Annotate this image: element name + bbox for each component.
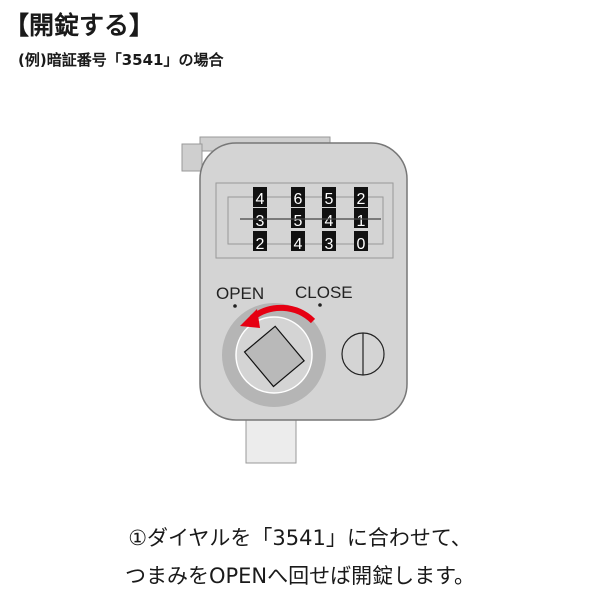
close-marker-dot: [318, 303, 322, 307]
dial-digit-bottom: 4: [294, 236, 303, 253]
dial-digit-middle: 1: [357, 213, 366, 230]
dial-digit-cell: [291, 208, 305, 228]
dial-digit-cell: [253, 231, 267, 251]
dial-digit-bottom: 3: [325, 236, 334, 253]
dial-digit-cell: [322, 208, 336, 228]
dial-digit-cell: [322, 231, 336, 251]
dial-digit-cell: [354, 231, 368, 251]
page-title: 【開錠する】: [4, 11, 155, 40]
dial-digit-bottom: 0: [357, 236, 366, 253]
dial-digit-middle: 3: [256, 213, 265, 230]
dial-digit-cell: [291, 187, 305, 207]
dial-wheel[interactable]: 6 5 4: [291, 187, 305, 253]
knob-handle[interactable]: [243, 325, 305, 388]
dial-digit-top: 6: [294, 191, 303, 208]
dial-digit-cell: [253, 187, 267, 207]
dial-digit-cell: [322, 187, 336, 207]
dial-digit-cell: [354, 187, 368, 207]
dial-digit-cell: [291, 231, 305, 251]
dial-window-inner: [227, 196, 384, 245]
lock-side-tab: [181, 143, 203, 172]
subtitle: (例)暗証番号「3541」の場合: [18, 51, 224, 69]
dial-window-outer: [215, 182, 394, 259]
open-label: OPEN: [216, 284, 264, 303]
dial-digit-cell: [253, 208, 267, 228]
open-marker-dot: [233, 304, 237, 308]
dial-digit-top: 5: [325, 191, 334, 208]
dial-digit-bottom: 2: [256, 236, 265, 253]
caption-line-2: つまみをOPENへ回せば開錠します。: [124, 564, 476, 588]
rotate-arrow-head-icon: [240, 309, 260, 328]
close-label: CLOSE: [295, 283, 353, 302]
caption-line-1: ①ダイヤルを「3541」に合わせて、: [128, 526, 472, 550]
dial-wheel[interactable]: 4 3 2: [253, 187, 267, 253]
dial-digit-middle: 5: [294, 213, 303, 230]
dial-digit-top: 2: [357, 191, 366, 208]
dial-digit-cell: [354, 208, 368, 228]
dial-wheel[interactable]: 5 4 3: [322, 187, 336, 253]
dial-digit-top: 4: [256, 191, 265, 208]
dial-digit-middle: 4: [325, 213, 334, 230]
rotate-arrow-icon: [250, 304, 316, 324]
dial-wheel[interactable]: 2 1 0: [354, 187, 368, 253]
